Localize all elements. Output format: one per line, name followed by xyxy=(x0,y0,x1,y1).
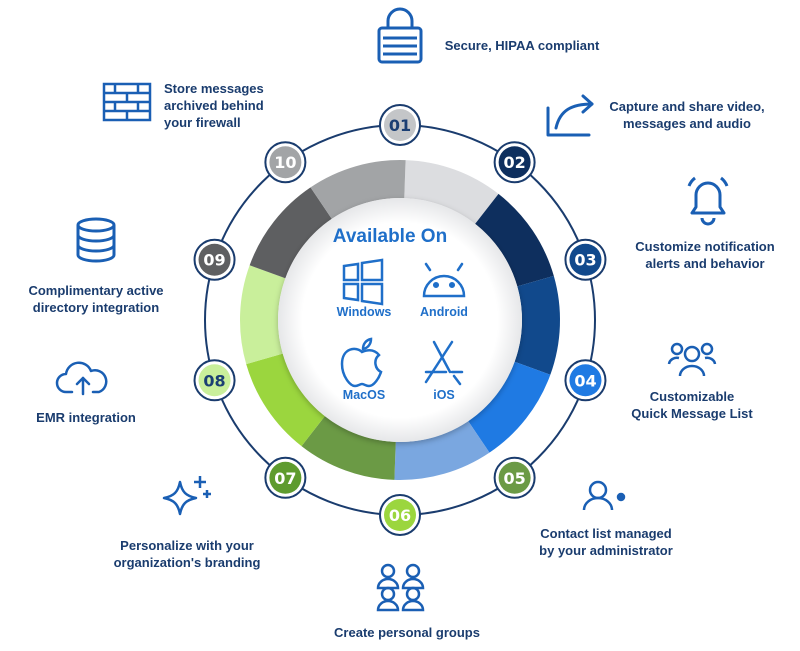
feature-03-line-1: Customize notification xyxy=(635,239,775,254)
badge-fill-05 xyxy=(498,461,531,494)
feature-label-07: Personalize with your organization's bra… xyxy=(97,537,277,571)
badge-number-02: 02 xyxy=(503,153,525,172)
feature-09-line-2: directory integration xyxy=(32,300,160,315)
badge-fill-03 xyxy=(569,243,602,276)
ring-segment-5 xyxy=(394,421,490,480)
number-badge-08: 08 xyxy=(193,359,236,402)
feature-10-line-3: your firewall xyxy=(164,115,241,130)
badge-number-07: 07 xyxy=(274,469,296,488)
feature-label-08: EMR integration xyxy=(0,409,176,426)
feature-05-line-2: by your administrator xyxy=(539,543,673,558)
feature-label-10: Store messages archived behind your fire… xyxy=(164,80,344,131)
number-badge-04: 04 xyxy=(564,359,607,402)
number-badge-07: 07 xyxy=(264,456,307,499)
feature-02-line-2: messages and audio xyxy=(623,116,751,131)
firewall-icon xyxy=(102,82,152,122)
cloud-upload-icon xyxy=(55,361,108,396)
ring-segment-2 xyxy=(475,193,554,287)
badge-number-05: 05 xyxy=(503,469,525,488)
windows-icon xyxy=(342,258,384,306)
feature-03-line-2: alerts and behavior xyxy=(645,256,765,271)
number-badge-05: 05 xyxy=(493,456,536,499)
badge-number-06: 06 xyxy=(389,506,411,525)
badge-fill-10 xyxy=(269,146,302,179)
badge-number-03: 03 xyxy=(574,251,596,270)
feature-label-02: Capture and share video, messages and au… xyxy=(597,98,777,132)
feature-label-06: Create personal groups xyxy=(317,624,497,641)
number-badge-09: 09 xyxy=(193,238,236,281)
number-badge-03: 03 xyxy=(564,238,607,281)
number-badge-01: 01 xyxy=(379,104,421,146)
feature-09-line-1: Complimentary active xyxy=(28,283,164,298)
lock-icon xyxy=(377,7,423,64)
platform-label-ios: iOS xyxy=(433,388,455,402)
platform-label-android: Android xyxy=(420,305,468,319)
number-badges: 01 02 03 04 05 06 07 08 09 10 xyxy=(193,104,607,536)
feature-label-03: Customize notification alerts and behavi… xyxy=(615,238,795,272)
badge-fill-08 xyxy=(198,364,231,397)
badge-number-08: 08 xyxy=(203,371,225,390)
badge-fill-04 xyxy=(569,364,602,397)
feature-04-line-1: Customizable xyxy=(649,389,735,404)
badge-fill-09 xyxy=(198,243,231,276)
feature-02-line-1: Capture and share video, xyxy=(609,99,765,114)
badge-fill-06 xyxy=(384,499,416,531)
feature-label-01: Secure, HIPAA compliant xyxy=(432,37,612,54)
ring-segment-1 xyxy=(404,160,499,224)
ring-segment-6 xyxy=(301,416,396,480)
feature-10-line-1: Store messages xyxy=(164,81,264,96)
platform-label-windows: Windows xyxy=(336,305,392,319)
database-icon xyxy=(76,217,116,263)
feature-07-line-2: organization's branding xyxy=(113,555,261,570)
feature-08-line-1: EMR integration xyxy=(36,410,136,425)
badge-number-10: 10 xyxy=(274,153,296,172)
people-group-icon xyxy=(376,563,425,612)
feature-01-line-1: Secure, HIPAA compliant xyxy=(444,38,600,53)
ring-segment-3 xyxy=(514,275,560,375)
app-store-icon xyxy=(424,340,464,386)
feature-06-line-1: Create personal groups xyxy=(334,625,480,640)
ring-segment-10 xyxy=(310,160,406,219)
number-badge-10: 10 xyxy=(264,141,307,184)
badge-fill-07 xyxy=(269,461,302,494)
bell-icon xyxy=(687,176,729,226)
feature-10-line-2: archived behind xyxy=(164,98,264,113)
badge-fill-01 xyxy=(384,109,416,141)
inner-disk xyxy=(278,198,522,442)
badge-number-01: 01 xyxy=(389,116,411,135)
badge-number-09: 09 xyxy=(203,251,225,270)
segment-ring xyxy=(239,160,560,480)
feature-04-line-2: Quick Message List xyxy=(631,406,753,421)
feature-label-05: Contact list managed by your administrat… xyxy=(516,525,696,559)
badge-fill-02 xyxy=(498,146,531,179)
ring-segment-8 xyxy=(239,265,286,365)
user-settings-icon xyxy=(582,480,626,511)
feature-label-09: Complimentary active directory integrati… xyxy=(6,282,186,316)
badge-number-04: 04 xyxy=(574,371,596,390)
group-icon xyxy=(667,342,717,377)
platform-label-macos: MacOS xyxy=(342,388,386,402)
number-badge-02: 02 xyxy=(493,141,536,184)
feature-label-04: Customizable Quick Message List xyxy=(602,388,782,422)
ring-segment-7 xyxy=(246,353,325,447)
available-on-title: Available On xyxy=(332,226,448,247)
share-arrow-icon xyxy=(546,94,594,137)
android-icon xyxy=(422,262,466,298)
feature-07-line-1: Personalize with your xyxy=(120,538,254,553)
apple-icon xyxy=(340,337,383,388)
ring-segment-9 xyxy=(249,187,332,279)
feature-05-line-1: Contact list managed xyxy=(540,526,672,541)
ring-segment-4 xyxy=(468,361,551,453)
sparkle-icon xyxy=(162,476,211,516)
number-badge-06: 06 xyxy=(379,494,421,536)
